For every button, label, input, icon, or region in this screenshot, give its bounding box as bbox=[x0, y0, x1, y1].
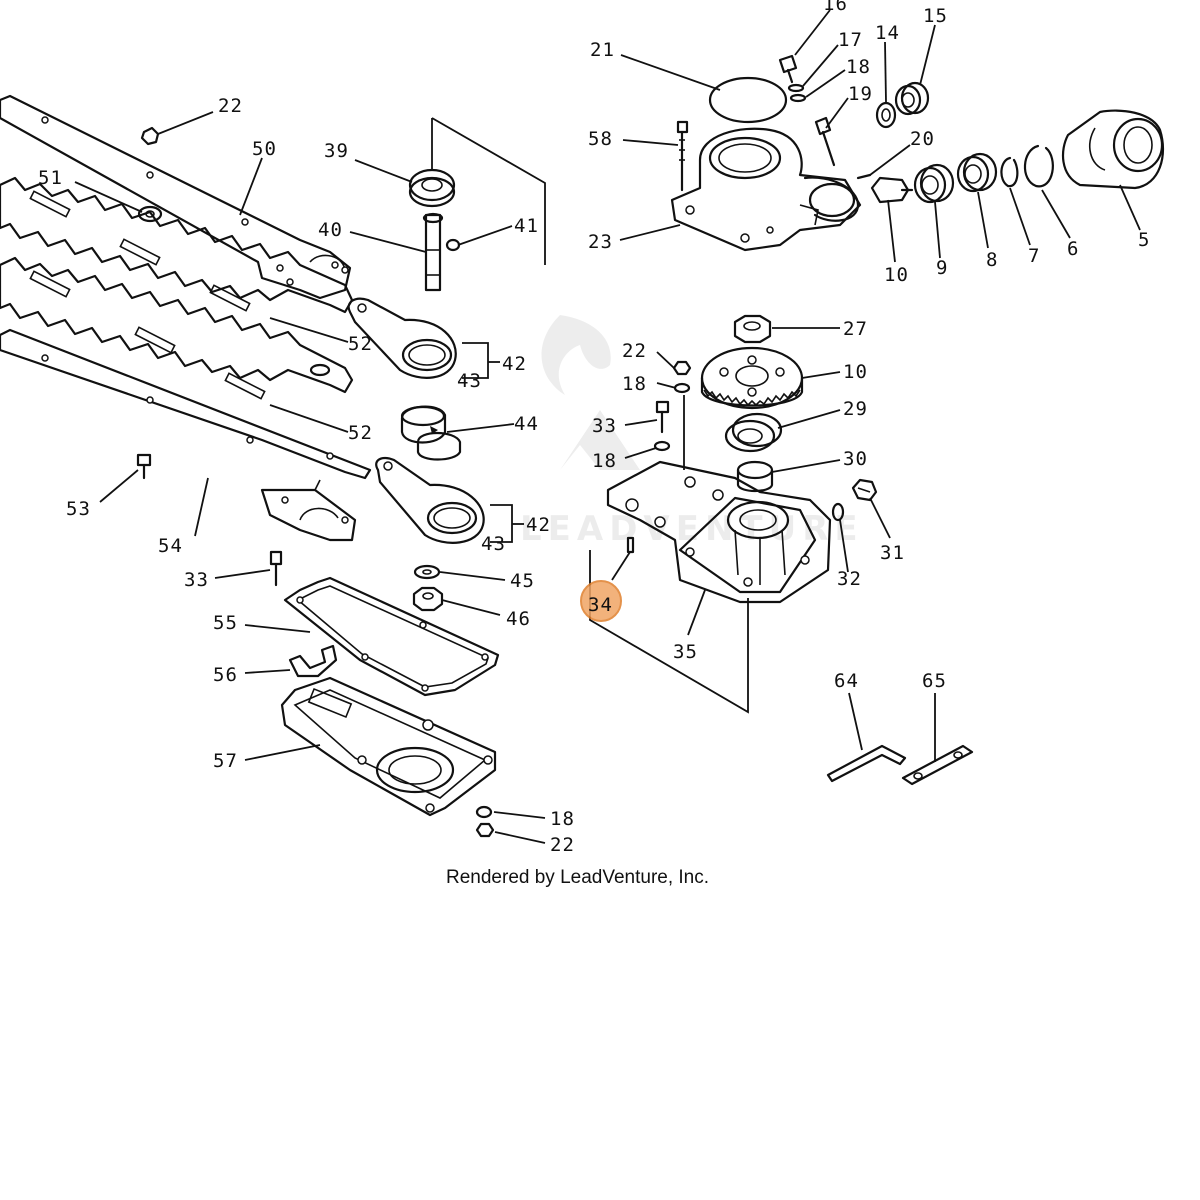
callout-18-right-lower[interactable]: 18 bbox=[592, 450, 617, 472]
callout-18-bottom[interactable]: 18 bbox=[550, 808, 575, 830]
attribution-caption: Rendered by LeadVenture, Inc. bbox=[446, 867, 709, 888]
callout-33-left[interactable]: 33 bbox=[184, 569, 209, 591]
callout-10-top[interactable]: 10 bbox=[884, 264, 909, 286]
callout-58[interactable]: 58 bbox=[588, 128, 613, 150]
highlight-marker bbox=[580, 580, 622, 622]
callout-33-right[interactable]: 33 bbox=[592, 415, 617, 437]
callout-64[interactable]: 64 bbox=[834, 670, 859, 692]
callout-55[interactable]: 55 bbox=[213, 612, 238, 634]
callout-20[interactable]: 20 bbox=[910, 128, 935, 150]
tools bbox=[826, 744, 974, 786]
callout-15[interactable]: 15 bbox=[923, 5, 948, 27]
callout-52-lower[interactable]: 52 bbox=[348, 422, 373, 444]
callout-18-right-upper[interactable]: 18 bbox=[622, 373, 647, 395]
callout-32[interactable]: 32 bbox=[837, 568, 862, 590]
callout-65[interactable]: 65 bbox=[922, 670, 947, 692]
callout-16[interactable]: 16 bbox=[823, 0, 848, 15]
callout-labels[interactable]: 16 17 18 19 14 15 21 58 20 23 10 9 8 7 6… bbox=[38, 0, 1150, 856]
callout-42-upper[interactable]: 42 bbox=[502, 353, 527, 375]
callout-10-gear[interactable]: 10 bbox=[843, 361, 868, 383]
callout-31[interactable]: 31 bbox=[880, 542, 905, 564]
callout-5[interactable]: 5 bbox=[1138, 229, 1150, 251]
callout-23[interactable]: 23 bbox=[588, 231, 613, 253]
callout-22-right[interactable]: 22 bbox=[622, 340, 647, 362]
callout-44[interactable]: 44 bbox=[514, 413, 539, 435]
cover-assembly bbox=[280, 576, 500, 838]
callout-53[interactable]: 53 bbox=[66, 498, 91, 520]
callout-27[interactable]: 27 bbox=[843, 318, 868, 340]
callout-45[interactable]: 45 bbox=[510, 570, 535, 592]
callout-41[interactable]: 41 bbox=[514, 215, 539, 237]
watermark-logo: LEADVENTURE bbox=[520, 315, 858, 549]
callout-22-bottom[interactable]: 22 bbox=[550, 834, 575, 856]
callout-7[interactable]: 7 bbox=[1028, 245, 1040, 267]
callout-46[interactable]: 46 bbox=[506, 608, 531, 630]
callout-43-upper[interactable]: 43 bbox=[457, 370, 482, 392]
callout-42-lower[interactable]: 42 bbox=[526, 514, 551, 536]
callout-56[interactable]: 56 bbox=[213, 664, 238, 686]
callout-6[interactable]: 6 bbox=[1067, 238, 1079, 260]
blade-assembly bbox=[0, 94, 372, 542]
callout-54[interactable]: 54 bbox=[158, 535, 183, 557]
callout-52-upper[interactable]: 52 bbox=[348, 333, 373, 355]
callout-43-lower[interactable]: 43 bbox=[481, 533, 506, 555]
callout-29[interactable]: 29 bbox=[843, 398, 868, 420]
crank-assembly bbox=[269, 117, 546, 612]
callout-17[interactable]: 17 bbox=[838, 29, 863, 51]
callout-21[interactable]: 21 bbox=[590, 39, 615, 61]
callout-50[interactable]: 50 bbox=[252, 138, 277, 160]
callout-40[interactable]: 40 bbox=[318, 219, 343, 241]
callout-9[interactable]: 9 bbox=[936, 257, 948, 279]
callout-34[interactable]: 34 bbox=[588, 594, 613, 616]
gear-case-assembly bbox=[670, 54, 1164, 252]
gear-housing-assembly bbox=[589, 314, 878, 714]
callout-19[interactable]: 19 bbox=[848, 83, 873, 105]
callout-22-top[interactable]: 22 bbox=[218, 95, 243, 117]
callout-8[interactable]: 8 bbox=[986, 249, 998, 271]
callout-57[interactable]: 57 bbox=[213, 750, 238, 772]
leader-lines bbox=[74, 9, 1141, 844]
callout-30[interactable]: 30 bbox=[843, 448, 868, 470]
callout-51[interactable]: 51 bbox=[38, 167, 63, 189]
callout-18[interactable]: 18 bbox=[846, 56, 871, 78]
callout-39[interactable]: 39 bbox=[324, 140, 349, 162]
callout-14[interactable]: 14 bbox=[875, 22, 900, 44]
callout-35[interactable]: 35 bbox=[673, 641, 698, 663]
